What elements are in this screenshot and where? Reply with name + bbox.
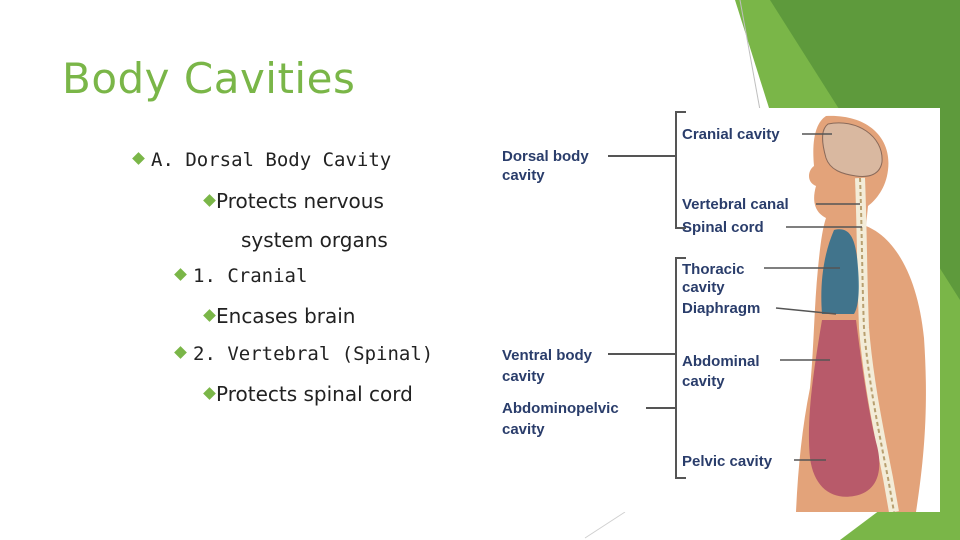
bullet-level1: 1. Cranial: [174, 265, 308, 287]
abdominal-label-line1: Abdominal: [682, 353, 760, 370]
spinal-cord-label: Spinal cord: [682, 219, 764, 236]
bullet-diamond-icon: [203, 309, 216, 322]
bullet-text: A. Dorsal Body Cavity: [151, 149, 392, 171]
bullet-text: system organs: [241, 228, 388, 252]
deco-line-bottom: [584, 511, 626, 539]
pelvic-cavity-label: Pelvic cavity: [682, 453, 773, 470]
ventral-label-line1: Ventral body: [502, 347, 593, 364]
bullet-diamond-icon: [174, 346, 187, 359]
bullet-level2-continued: system organs: [241, 228, 388, 252]
dorsal-bracket: [675, 111, 686, 229]
brain-shape: [822, 122, 883, 177]
body-cavities-diagram: Dorsal body cavity Ventral body cavity A…: [496, 108, 940, 512]
ventral-label-line2: cavity: [502, 368, 545, 385]
bullet-diamond-icon: [174, 268, 187, 281]
dorsal-label-line1: Dorsal body: [502, 148, 589, 165]
bullet-level2: Protects nervous: [203, 189, 384, 213]
bullet-level2: Encases brain: [203, 304, 356, 328]
bullet-text: 2. Vertebral (Spinal): [193, 343, 434, 365]
bullet-diamond-icon: [203, 387, 216, 400]
bullet-level2: Protects spinal cord: [203, 382, 413, 406]
bullet-level1: A. Dorsal Body Cavity: [132, 149, 392, 171]
deco-line: [739, 0, 761, 111]
abdominopelvic-label-line2: cavity: [502, 421, 545, 438]
cranial-cavity-label: Cranial cavity: [682, 126, 780, 143]
dorsal-label-line2: cavity: [502, 167, 545, 184]
bullet-text: 1. Cranial: [193, 265, 308, 287]
thoracic-label-line2: cavity: [682, 279, 725, 296]
spinal-cord-shape: [859, 177, 895, 512]
thoracic-cavity-shape: [821, 229, 859, 314]
bullet-text: Protects spinal cord: [216, 382, 413, 406]
vertebral-canal-label: Vertebral canal: [682, 196, 789, 213]
bullet-text: Encases brain: [216, 304, 356, 328]
bullet-level1: 2. Vertebral (Spinal): [174, 343, 434, 365]
abdominopelvic-label-line1: Abdominopelvic: [502, 400, 619, 417]
slide-title: Body Cavities: [62, 54, 356, 103]
thoracic-label-line1: Thoracic: [682, 261, 745, 278]
diaphragm-leader: [775, 307, 837, 315]
bullet-diamond-icon: [132, 152, 145, 165]
abdominal-label-line2: cavity: [682, 373, 725, 390]
diaphragm-label: Diaphragm: [682, 300, 760, 317]
bullet-text: Protects nervous: [216, 189, 384, 213]
abdominopelvic-cavity-shape: [808, 320, 880, 497]
ventral-bracket: [675, 257, 686, 479]
bullet-diamond-icon: [203, 194, 216, 207]
